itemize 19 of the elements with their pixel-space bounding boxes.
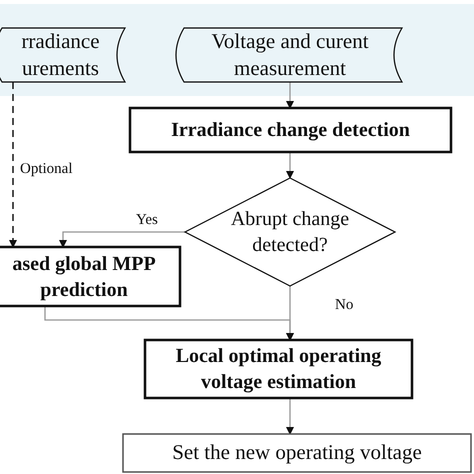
arrow <box>286 398 294 435</box>
node-text: rradiance urements <box>20 28 101 82</box>
process-box <box>0 247 180 306</box>
node-text: ased global MPP prediction <box>11 252 157 302</box>
process-box <box>123 434 471 472</box>
edge-label: Optional <box>18 161 74 178</box>
arrow <box>9 82 17 248</box>
process-box <box>130 108 451 152</box>
process-box <box>145 340 412 398</box>
node-text: Irradiance change detection <box>171 118 410 143</box>
arrow <box>286 152 294 179</box>
arrow <box>59 231 185 248</box>
node-text: Local optimal operating voltage estimation <box>174 344 382 395</box>
node-text: Abrupt change detected? <box>230 207 350 258</box>
arrow <box>44 306 294 341</box>
node-text: Set the new operating voltage <box>172 439 422 466</box>
decision-diamond <box>185 178 395 286</box>
node-text: Voltage and curent measurement <box>210 28 370 82</box>
arrow <box>286 82 294 109</box>
